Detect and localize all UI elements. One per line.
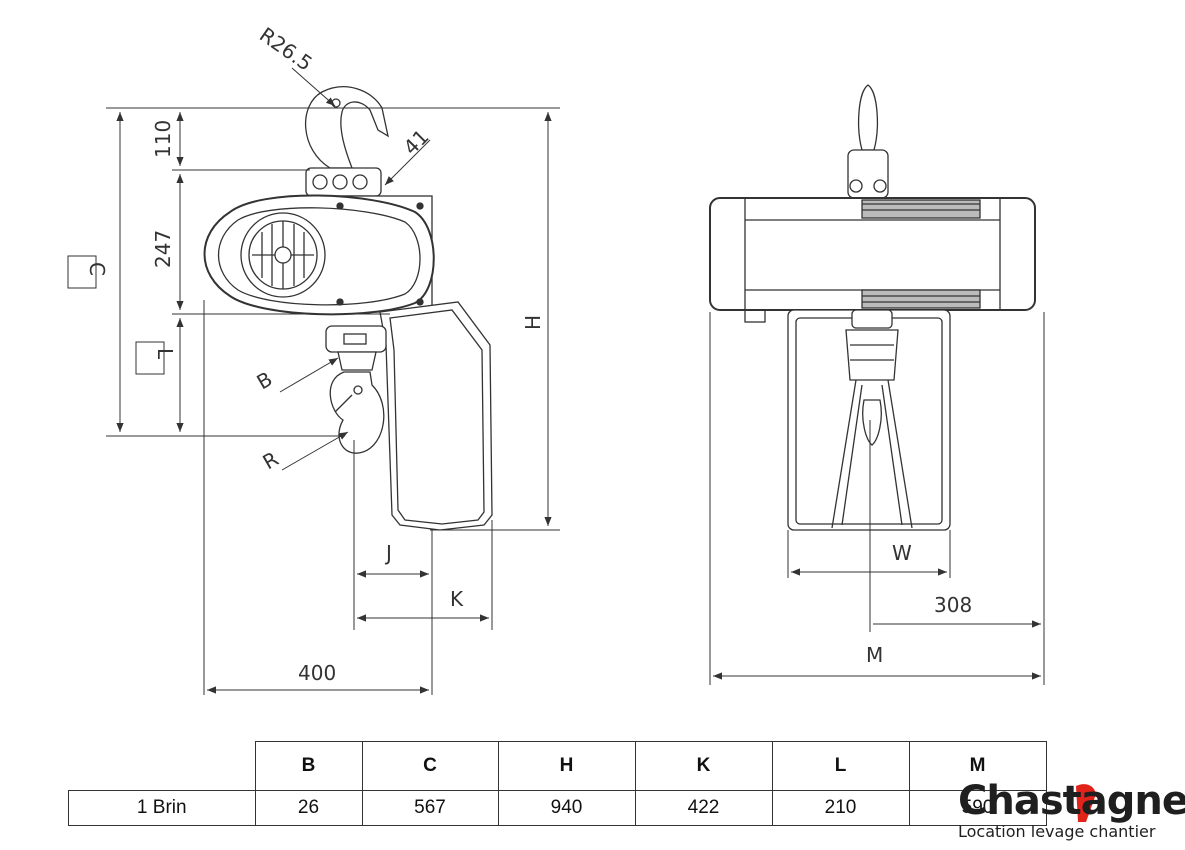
table-row-label: 1 Brin bbox=[68, 790, 256, 826]
label-j: J bbox=[384, 541, 392, 565]
label-b: B bbox=[253, 367, 277, 395]
label-308: 308 bbox=[934, 593, 972, 617]
label-110: 110 bbox=[151, 120, 175, 158]
front-view-dimensions bbox=[709, 312, 1045, 685]
label-r26-5: R26.5 bbox=[255, 22, 317, 75]
label-w: W bbox=[892, 541, 912, 565]
label-h: H bbox=[521, 315, 545, 330]
chain-bag bbox=[379, 301, 493, 531]
table-header-cell: H bbox=[497, 741, 636, 791]
table-header-cell: L bbox=[771, 741, 910, 791]
front-view-labels: W 308 M bbox=[866, 541, 972, 667]
table-header-row: B C H K L M bbox=[68, 741, 1047, 791]
front-top-hook bbox=[847, 84, 889, 199]
side-view-dimensions bbox=[67, 67, 560, 695]
label-400: 400 bbox=[298, 661, 336, 685]
table-header-cell: C bbox=[361, 741, 499, 791]
front-hoist-body bbox=[709, 197, 1036, 323]
hoist-body bbox=[203, 194, 435, 316]
table-cell: 940 bbox=[497, 790, 636, 826]
table-cell: 422 bbox=[634, 790, 773, 826]
label-c: C bbox=[85, 262, 109, 276]
table-corner-cell bbox=[68, 741, 256, 791]
label-r: R bbox=[259, 447, 283, 475]
table-cell: 590 bbox=[908, 790, 1047, 826]
logo-tagline: Location levage chantier bbox=[958, 822, 1156, 841]
label-41: 41 bbox=[399, 125, 434, 160]
table-cell: 567 bbox=[361, 790, 499, 826]
table-row: 1 Brin 26 567 940 422 210 590 bbox=[68, 790, 1047, 826]
table-cell: 210 bbox=[771, 790, 910, 826]
logo-wordmark: Chastagner bbox=[958, 778, 1185, 824]
label-l: L bbox=[153, 348, 177, 360]
table-header-cell: K bbox=[634, 741, 773, 791]
front-view bbox=[709, 84, 1036, 531]
logo-accent-mark bbox=[1076, 784, 1096, 822]
dimensions-table: B C H K L M 1 Brin 26 567 940 422 210 59… bbox=[68, 741, 1047, 826]
table-cell: 26 bbox=[254, 790, 363, 826]
label-m: M bbox=[866, 643, 883, 667]
table-header-cell: B bbox=[254, 741, 363, 791]
chastagner-logo: Chastagner Location levage chantier bbox=[958, 778, 1185, 846]
top-hook bbox=[304, 86, 389, 197]
label-k: K bbox=[450, 587, 464, 611]
label-247: 247 bbox=[151, 230, 175, 268]
side-view bbox=[203, 86, 493, 531]
technical-drawing: R26.5 110 41 247 C L H B R J K 400 bbox=[67, 22, 1045, 695]
bottom-hook bbox=[325, 325, 387, 454]
front-bottom-hook bbox=[831, 309, 913, 529]
